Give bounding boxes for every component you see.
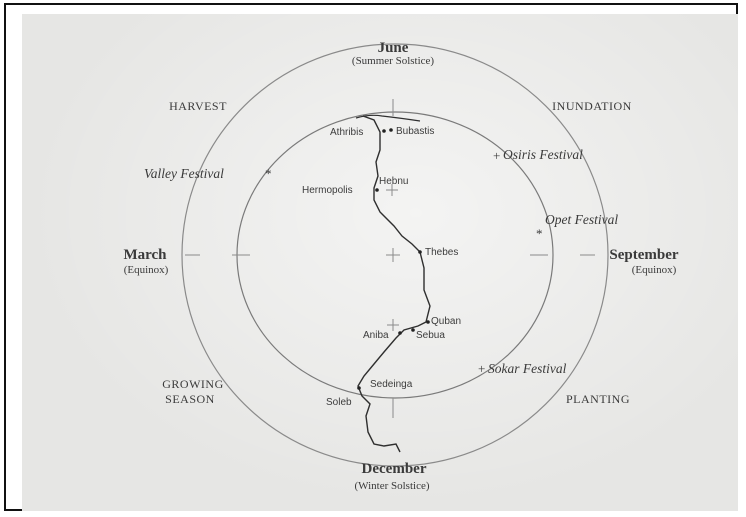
season-growing-line1: GROWING xyxy=(162,377,224,391)
place-sebua: Sebua xyxy=(416,330,445,341)
march-sub: (Equinox) xyxy=(124,264,169,276)
march-label: March xyxy=(123,247,167,263)
place-sedeinga: Sedeinga xyxy=(370,379,413,390)
september-sub: (Equinox) xyxy=(632,264,677,276)
festival-sokar: Sokar Festival xyxy=(488,361,567,376)
place-aniba: Aniba xyxy=(363,330,389,341)
season-growing-line2: SEASON xyxy=(165,392,215,406)
september-label: September xyxy=(609,247,678,263)
nile-river-path xyxy=(357,115,431,453)
delta-coast-path xyxy=(355,114,421,122)
december-sub: (Winter Solstice) xyxy=(354,480,429,492)
place-thebes: Thebes xyxy=(425,247,458,258)
festival-osiris: Osiris Festival xyxy=(503,147,583,162)
festival-osiris-star: + xyxy=(493,148,500,163)
season-planting: PLANTING xyxy=(566,392,630,406)
place-soleb: Soleb xyxy=(326,397,352,408)
place-hebnu: Hebnu xyxy=(379,176,408,187)
place-quban: Quban xyxy=(431,316,461,327)
photo-background xyxy=(22,14,738,511)
festival-sokar-star: + xyxy=(478,361,485,376)
season-harvest: HARVEST xyxy=(169,99,227,113)
place-bubastis: Bubastis xyxy=(396,126,434,137)
place-dots xyxy=(357,128,430,390)
place-hermopolis: Hermopolis xyxy=(302,185,353,196)
june-label: June xyxy=(378,40,409,56)
place-athribis: Athribis xyxy=(330,127,363,138)
festival-opet: Opet Festival xyxy=(545,212,618,227)
axis-ticks xyxy=(185,99,595,418)
june-sub: (Summer Solstice) xyxy=(352,55,435,67)
outer-circle xyxy=(181,43,609,467)
season-inundation: INUNDATION xyxy=(552,99,632,113)
festival-opet-star: * xyxy=(536,226,543,241)
festival-valley: Valley Festival xyxy=(144,166,224,181)
december-label: December xyxy=(362,461,427,477)
festival-valley-star: * xyxy=(265,166,272,181)
